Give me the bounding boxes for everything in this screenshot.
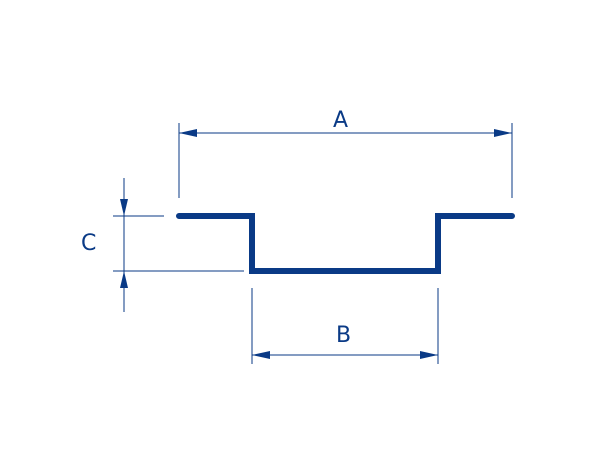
dimension-label-a: A: [333, 108, 349, 133]
dimension-label-b: B: [336, 323, 352, 348]
dimension-lines: [113, 123, 513, 364]
dim-c-arrow-bottom: [120, 271, 128, 288]
dim-c-arrow-top: [120, 199, 128, 216]
dim-a-arrow-right: [494, 129, 512, 137]
dim-b-arrow-left: [252, 351, 270, 359]
dimension-label-c: C: [81, 231, 97, 256]
channel-profile-outline: [176, 213, 515, 274]
dimension-arrowheads: [120, 129, 512, 359]
dim-a-arrow-left: [179, 129, 197, 137]
dim-b-arrow-right: [420, 351, 438, 359]
